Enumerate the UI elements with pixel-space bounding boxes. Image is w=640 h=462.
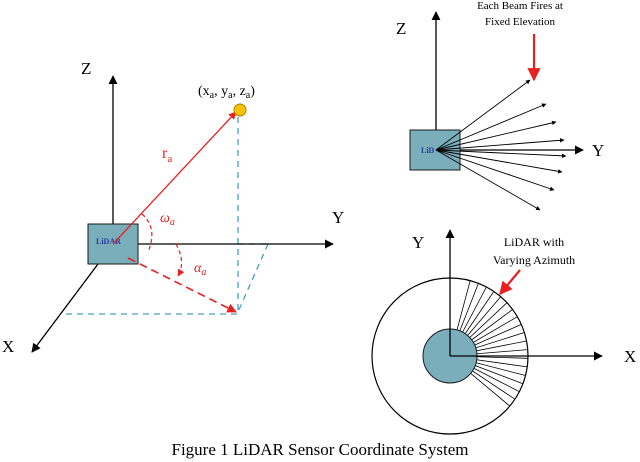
left-panel: LiDAR Z Y X (xa, ya, za) ra ωa αa bbox=[2, 59, 344, 356]
br-callout-arrow bbox=[499, 269, 521, 296]
figure-caption: Figure 1 LiDAR Sensor Coordinate System bbox=[171, 440, 468, 459]
elevation-arc bbox=[141, 213, 153, 253]
azimuth-angle-label: αa bbox=[194, 261, 206, 278]
beam bbox=[435, 149, 567, 159]
br-note-line2: Varying Azimuth bbox=[493, 253, 575, 267]
elevation-angle-label: ωa bbox=[160, 211, 175, 228]
beam bbox=[435, 120, 557, 151]
tr-beam-fan bbox=[435, 79, 567, 211]
tr-note-line1: Each Beam Fires at bbox=[477, 0, 563, 12]
range-vector bbox=[112, 111, 237, 245]
point-coordinate-label: (xa, ya, za) bbox=[198, 84, 255, 101]
tr-note-line2: Fixed Elevation bbox=[485, 16, 555, 28]
azimuth-arc bbox=[175, 243, 185, 277]
beam bbox=[435, 138, 565, 151]
bottom-right-panel: Y X LiDAR with Varying Azimuth bbox=[371, 229, 636, 435]
tr-axis-z-label: Z bbox=[396, 19, 406, 38]
top-right-panel: LiD Z Y Each Beam Fires at Fixed Elevati… bbox=[396, 0, 604, 211]
left-axis-x-label: X bbox=[2, 337, 14, 356]
target-point bbox=[233, 103, 247, 117]
ground-projection-vector bbox=[127, 257, 237, 313]
beam bbox=[435, 103, 547, 151]
beam bbox=[435, 149, 541, 211]
tr-lidar-sensor-box bbox=[409, 129, 461, 171]
br-axis-y-label: Y bbox=[412, 233, 424, 252]
tr-lidar-sensor-label: LiD bbox=[421, 146, 435, 155]
tr-axis-y-label: Y bbox=[592, 141, 604, 160]
br-note-line1: LiDAR with bbox=[504, 235, 564, 249]
left-axis-y-label: Y bbox=[332, 208, 344, 227]
projection-diag-dash bbox=[237, 243, 269, 313]
left-axis-z-label: Z bbox=[81, 59, 91, 78]
range-label: ra bbox=[162, 145, 172, 165]
beam bbox=[435, 149, 555, 191]
beam bbox=[435, 79, 531, 151]
br-axis-x-label: X bbox=[624, 347, 636, 366]
beam bbox=[435, 149, 563, 174]
lidar-sensor-label: LiDAR bbox=[96, 237, 121, 246]
